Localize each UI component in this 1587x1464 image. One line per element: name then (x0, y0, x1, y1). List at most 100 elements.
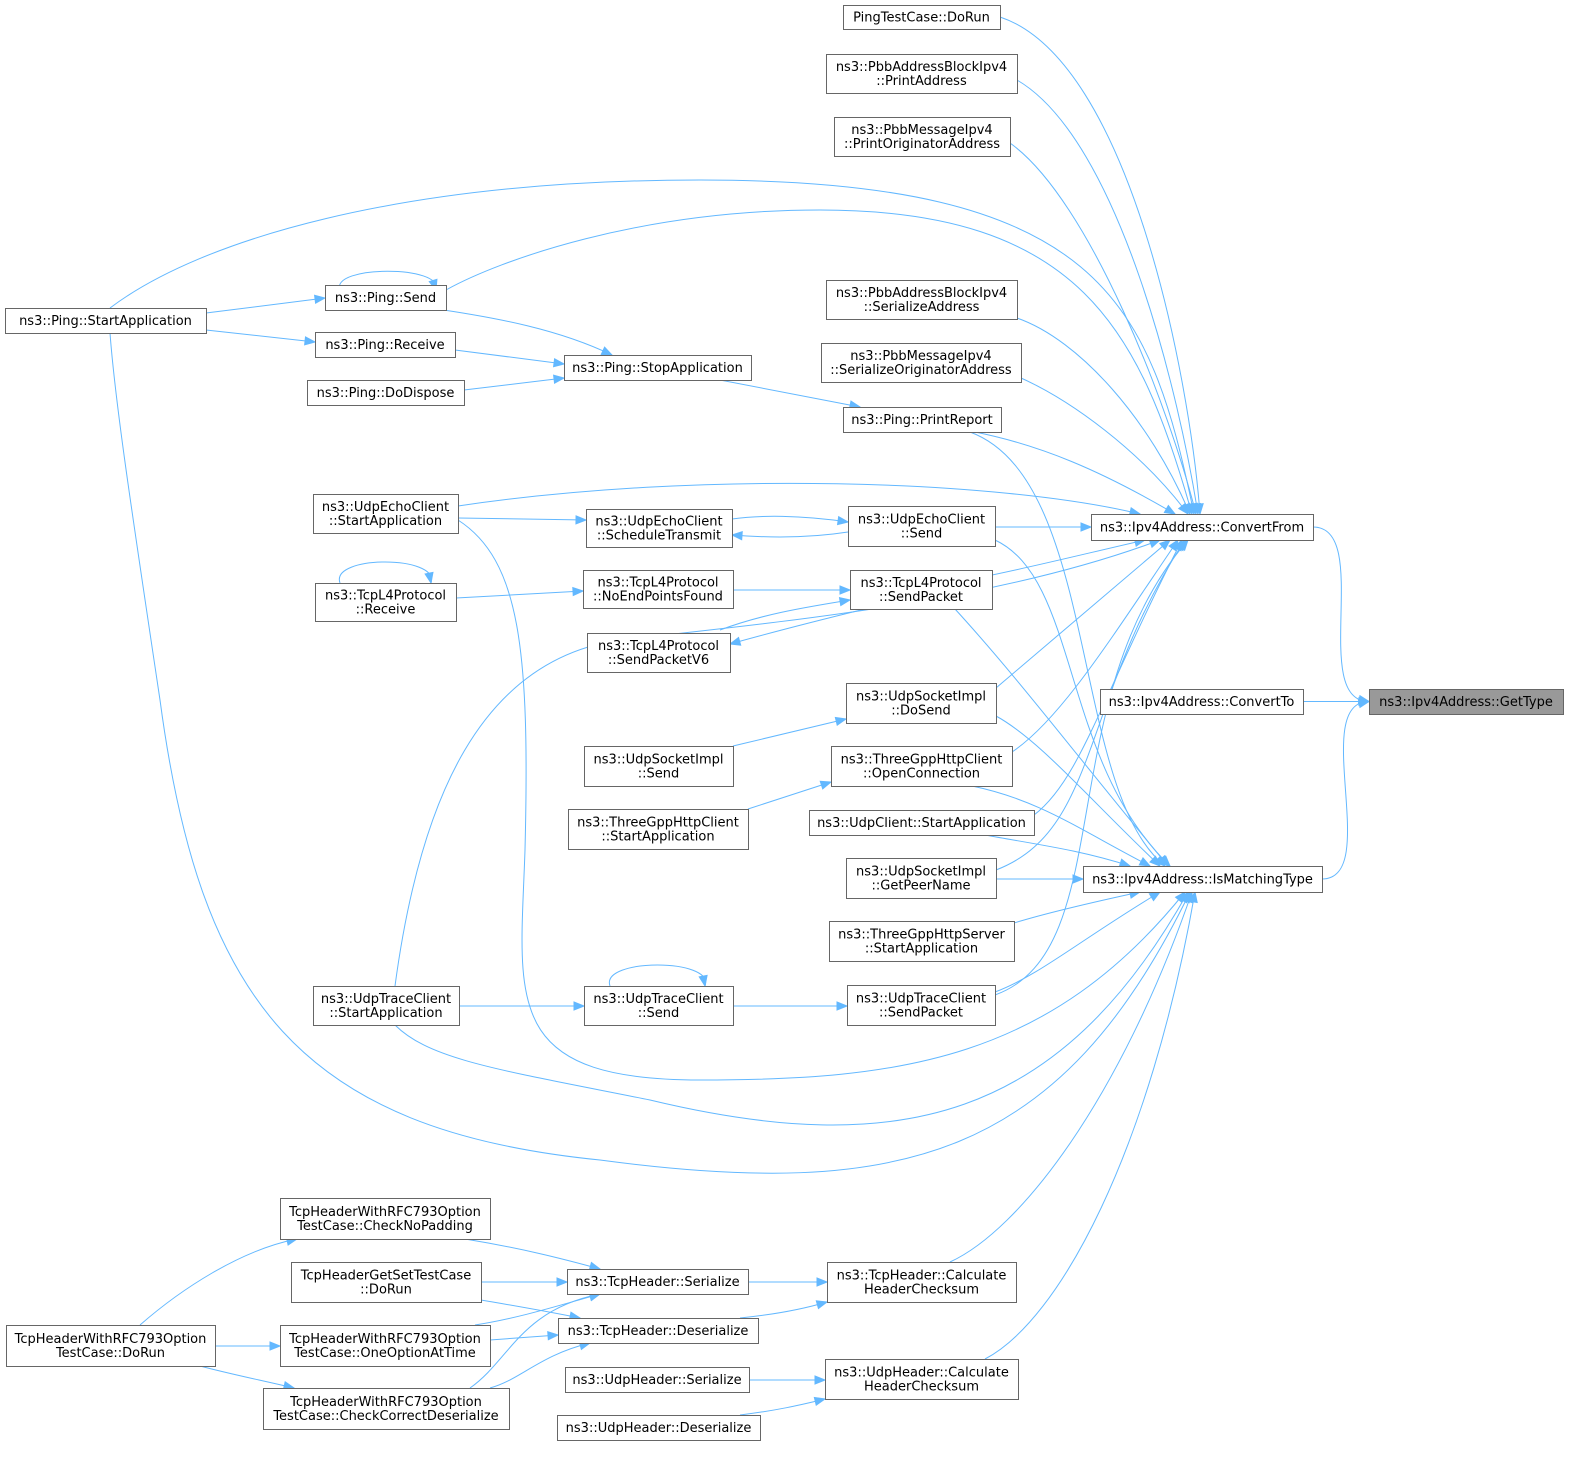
node-ping-send[interactable]: ns3::Ping::Send (325, 285, 447, 311)
edge-arrowhead-tcpl4_sendpkt-tcpl4_sendv6 (838, 596, 852, 607)
node-tcpl4-sendv6[interactable]: ns3::TcpL4Protocol::SendPacketV6 (587, 633, 731, 673)
edge-tcpl4_noend-to-tcpl4_recv (455, 590, 584, 599)
node-box[interactable] (584, 746, 734, 787)
node-box[interactable] (834, 117, 1011, 157)
node-tcpl4-recv[interactable]: ns3::TcpL4Protocol::Receive (315, 583, 457, 622)
node-box[interactable] (846, 683, 997, 724)
node-box[interactable] (315, 583, 457, 622)
node-box[interactable] (583, 570, 734, 609)
node-pbbaddr-print[interactable]: ns3::PbbAddressBlockIpv4::PrintAddress (826, 54, 1018, 94)
node-box[interactable] (565, 1367, 750, 1393)
node-box[interactable] (843, 5, 1001, 30)
node-thgs-dorun[interactable]: TcpHeaderGetSetTestCase::DoRun (291, 1262, 482, 1303)
edge-ping_stop-to-ping_dispose (463, 377, 565, 391)
node-box[interactable] (826, 54, 1018, 94)
node-box[interactable] (843, 407, 1002, 433)
node-box[interactable] (584, 986, 734, 1026)
node-usi-peer[interactable]: ns3::UdpSocketImpl::GetPeerName (846, 858, 997, 899)
node-box[interactable] (848, 506, 996, 547)
node-ping-recv[interactable]: ns3::Ping::Receive (315, 332, 456, 358)
edge-arrowhead-ismatching-utc_sendpkt (1148, 891, 1162, 902)
node-box[interactable] (847, 985, 996, 1026)
node-box[interactable] (325, 285, 447, 311)
node-utc-send[interactable]: ns3::UdpTraceClient::Send (584, 986, 734, 1026)
node-box[interactable] (825, 1359, 1019, 1400)
node-ping-report[interactable]: ns3::Ping::PrintReport (843, 407, 1002, 433)
node-uec-send[interactable]: ns3::UdpEchoClient::Send (848, 506, 996, 547)
node-box[interactable] (280, 1325, 491, 1367)
node-label-line: ns3::Ipv4Address::IsMatchingType (1092, 873, 1313, 888)
node-box[interactable] (313, 494, 459, 534)
node-box[interactable] (829, 921, 1015, 962)
node-th-nopad[interactable]: TcpHeaderWithRFC793OptionTestCase::Check… (280, 1198, 491, 1240)
node-label-line: ns3::UdpSocketImpl (856, 690, 986, 705)
edge-arrowhead-tcpl4_sendpkt-tcpl4_noend (839, 585, 852, 595)
node-udph-des[interactable]: ns3::UdpHeader::Deserialize (557, 1415, 761, 1441)
node-box[interactable] (1100, 689, 1304, 715)
node-ismatching[interactable]: ns3::Ipv4Address::IsMatchingType (1083, 866, 1323, 893)
node-box[interactable] (587, 633, 731, 673)
node-udph-ser[interactable]: ns3::UdpHeader::Serialize (565, 1367, 750, 1393)
node-box[interactable] (307, 380, 465, 406)
node-udpc-start[interactable]: ns3::UdpClient::StartApplication (809, 810, 1035, 836)
node-tcpl4-noend[interactable]: ns3::TcpL4Protocol::NoEndPointsFound (583, 570, 734, 609)
node-box[interactable] (280, 1198, 491, 1240)
node-box[interactable] (557, 1415, 761, 1441)
node-usi-send[interactable]: ns3::UdpSocketImpl::Send (584, 746, 734, 787)
node-usi-dosend[interactable]: ns3::UdpSocketImpl::DoSend (846, 683, 997, 724)
node-pbbaddr-ser[interactable]: ns3::PbbAddressBlockIpv4::SerializeAddre… (826, 280, 1018, 320)
node-box[interactable] (831, 746, 1013, 787)
node-convertfrom[interactable]: ns3::Ipv4Address::ConvertFrom (1091, 514, 1314, 541)
node-ping-dispose[interactable]: ns3::Ping::DoDispose (307, 380, 465, 406)
node-pingdorun[interactable]: PingTestCase::DoRun (843, 5, 1001, 30)
node-uec-start[interactable]: ns3::UdpEchoClient::StartApplication (313, 494, 459, 534)
node-label-line: ns3::UdpEchoClient (322, 500, 449, 515)
node-th-oneopt[interactable]: TcpHeaderWithRFC793OptionTestCase::OneOp… (280, 1325, 491, 1367)
node-box[interactable] (826, 280, 1018, 320)
node-box[interactable] (1083, 866, 1323, 893)
node-3gpps-start[interactable]: ns3::ThreeGppHttpServer::StartApplicatio… (829, 921, 1015, 962)
node-box[interactable] (567, 1269, 749, 1295)
node-box[interactable] (568, 809, 749, 850)
node-box[interactable] (5, 308, 207, 334)
node-pbbmsg-print[interactable]: ns3::PbbMessageIpv4::PrintOriginatorAddr… (834, 117, 1011, 157)
node-label-line: ns3::Ping::StopApplication (572, 361, 743, 376)
node-th-checkdes[interactable]: TcpHeaderWithRFC793OptionTestCase::Check… (263, 1388, 510, 1430)
node-box[interactable] (827, 1262, 1017, 1303)
node-box[interactable] (263, 1388, 510, 1430)
node-utc-sendpkt[interactable]: ns3::UdpTraceClient::SendPacket (847, 985, 996, 1026)
node-box[interactable] (315, 332, 456, 358)
node-pbbmsg-ser[interactable]: ns3::PbbMessageIpv4::SerializeOriginator… (821, 343, 1022, 383)
node-tcpl4-sendpkt[interactable]: ns3::TcpL4Protocol::SendPacket (850, 570, 993, 610)
node-box[interactable] (821, 343, 1022, 383)
node-3gpp-start[interactable]: ns3::ThreeGppHttpClient::StartApplicatio… (568, 809, 749, 850)
node-gettype[interactable]: ns3::Ipv4Address::GetType (1369, 689, 1564, 715)
edge-arrowhead-udph_calc-udph_des (813, 1396, 827, 1407)
node-box[interactable] (1091, 514, 1314, 541)
node-tcph-ser[interactable]: ns3::TcpHeader::Serialize (567, 1269, 749, 1295)
edge-arrowhead-ismatching-3gpp_open (1138, 856, 1152, 867)
node-box[interactable] (291, 1262, 482, 1303)
node-box[interactable] (850, 570, 993, 610)
node-box[interactable] (809, 810, 1035, 836)
node-box[interactable] (564, 355, 752, 381)
node-box[interactable] (313, 986, 460, 1026)
node-box[interactable] (1369, 689, 1564, 715)
node-box[interactable] (6, 1325, 216, 1367)
node-convertto[interactable]: ns3::Ipv4Address::ConvertTo (1100, 689, 1304, 715)
node-box[interactable] (846, 858, 997, 899)
node-tcph-des[interactable]: ns3::TcpHeader::Deserialize (558, 1318, 759, 1344)
node-box[interactable] (586, 509, 733, 548)
node-3gpp-open[interactable]: ns3::ThreeGppHttpClient::OpenConnection (831, 746, 1013, 787)
edge-arrowhead-uec_send-uec_sched (836, 515, 850, 526)
node-uec-sched[interactable]: ns3::UdpEchoClient::ScheduleTransmit (586, 509, 733, 548)
node-utc-start[interactable]: ns3::UdpTraceClient::StartApplication (313, 986, 460, 1026)
node-ping-start[interactable]: ns3::Ping::StartApplication (5, 308, 207, 334)
node-ping-stop[interactable]: ns3::Ping::StopApplication (564, 355, 752, 381)
node-box[interactable] (558, 1318, 759, 1344)
edge-convertfrom-to-usi_peer (995, 539, 1186, 871)
